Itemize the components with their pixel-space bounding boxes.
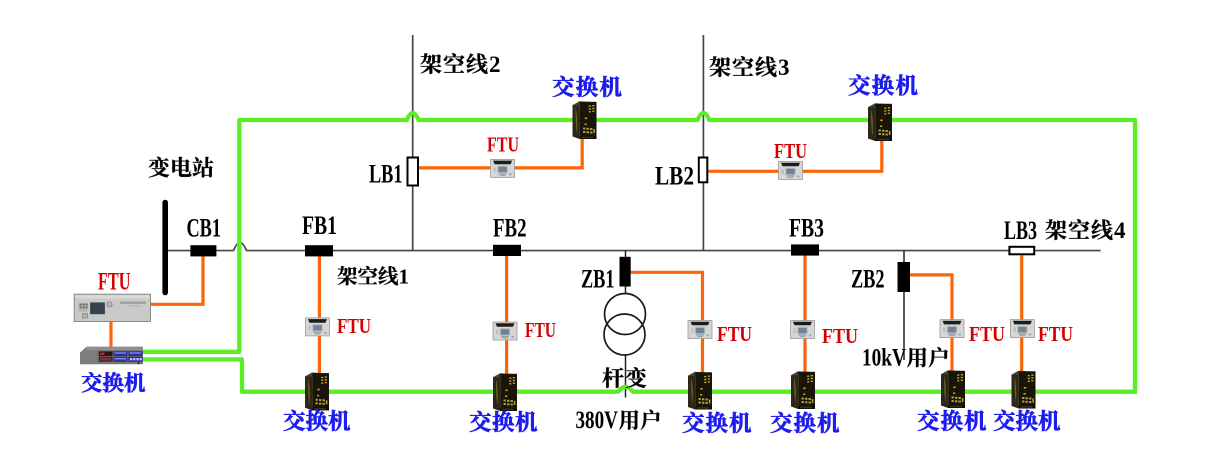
svg-text:1: 1 (399, 265, 410, 289)
svg-text:LB1: LB1 (369, 160, 403, 189)
svg-text:4: 4 (1114, 218, 1126, 243)
svg-text:FTU: FTU (525, 318, 556, 342)
svg-text:CB1: CB1 (187, 213, 222, 242)
svg-text:FTU: FTU (487, 133, 519, 157)
svg-text:ZB1: ZB1 (581, 265, 615, 294)
svg-text:10kV: 10kV (862, 345, 906, 372)
svg-text:FTU: FTU (1038, 322, 1073, 346)
svg-text:2: 2 (489, 52, 501, 77)
svg-text:FTU: FTU (717, 322, 752, 346)
svg-text:FTU: FTU (98, 269, 131, 296)
svg-text:3: 3 (778, 55, 790, 80)
svg-text:FTU: FTU (337, 314, 371, 338)
svg-text:FTU: FTU (969, 322, 1005, 346)
svg-text:FB1: FB1 (302, 211, 337, 240)
svg-text:380V: 380V (576, 407, 619, 434)
svg-text:LB2: LB2 (655, 162, 694, 191)
svg-text:FTU: FTU (774, 139, 807, 163)
svg-text:FB3: FB3 (789, 214, 824, 243)
svg-text:FB2: FB2 (493, 214, 527, 243)
svg-text:LB3: LB3 (1004, 216, 1037, 245)
svg-text:ZB2: ZB2 (851, 265, 885, 294)
svg-text:FTU: FTU (822, 324, 858, 348)
